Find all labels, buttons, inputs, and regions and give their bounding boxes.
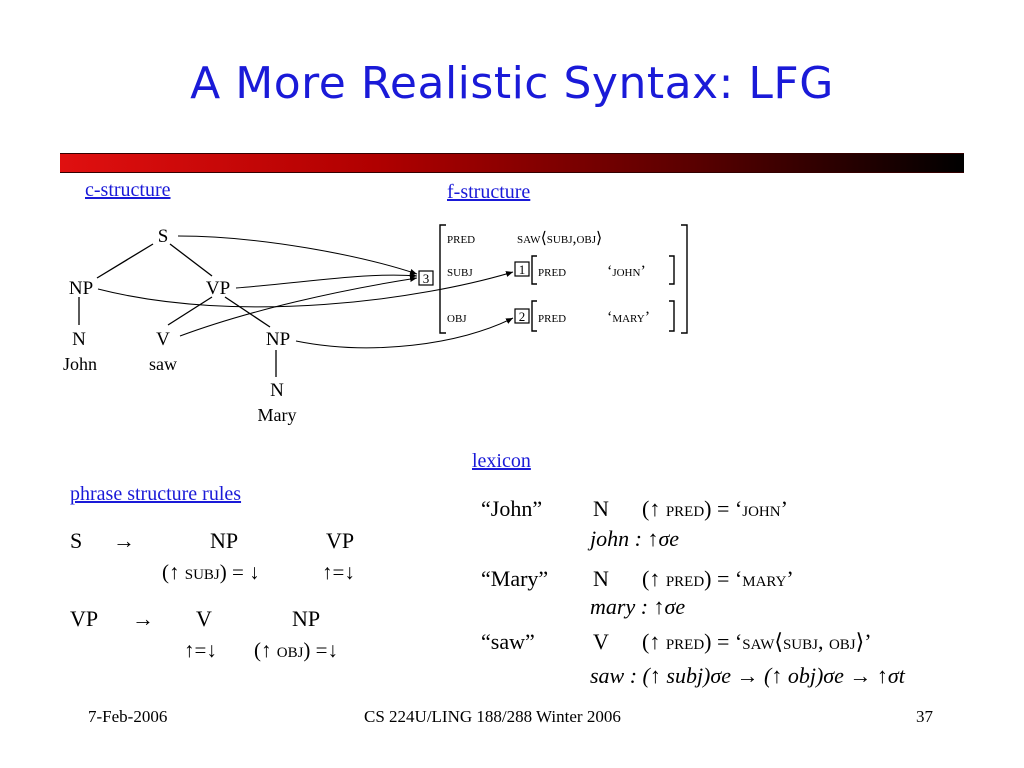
lex-john-word: “John” — [481, 496, 543, 521]
tree-edges — [78, 243, 277, 377]
rule2-lhs: VP — [70, 606, 99, 631]
rule2-np: NP — [292, 606, 321, 631]
fs-index-obj: 2 — [514, 308, 530, 324]
lex-mary-word: “Mary” — [481, 566, 549, 591]
node-NP-object: NP — [266, 329, 290, 350]
lex-mary-equation: (↑ pred) = ‘mary’ — [642, 566, 794, 591]
lfg-diagram: S NP VP N John V saw NP N Mary 3 1 2 pre… — [63, 224, 688, 425]
rule2-v-annotation: ↑=↓ — [184, 638, 217, 662]
phrase-structure-rules-label[interactable]: phrase structure rules — [70, 483, 242, 505]
node-S: S — [158, 226, 169, 247]
lex-saw-equation: (↑ pred) = ‘saw⟨subj, obj⟩’ — [642, 629, 872, 654]
rule1-vp-annotation: ↑=↓ — [322, 560, 355, 584]
rule1-lhs: S — [70, 528, 83, 553]
node-V: V — [156, 329, 170, 350]
fs-subj-attr: subj — [447, 263, 473, 280]
node-VP: VP — [206, 278, 230, 299]
svg-text:1: 1 — [519, 262, 526, 277]
word-saw: saw — [149, 354, 177, 374]
rule1-np: NP — [210, 528, 239, 553]
lex-mary-category: N — [593, 566, 609, 591]
word-john: John — [63, 354, 97, 374]
fs-index-outer: 3 — [418, 270, 434, 286]
node-N-subject: N — [72, 329, 86, 350]
rule1-np-annotation: (↑ subj) = ↓ — [162, 560, 260, 584]
lexicon-label[interactable]: lexicon — [472, 450, 531, 472]
rule2-v: V — [196, 606, 212, 631]
fs-obj-pred-value: ‘mary’ — [607, 309, 650, 326]
rule1-vp: VP — [326, 528, 355, 553]
fs-index-subj: 1 — [514, 261, 530, 277]
lex-mary-semantics: mary : ↑σe — [590, 594, 686, 619]
rule2-np-annotation: (↑ obj) =↓ — [254, 638, 339, 662]
fs-subj-pred-value: ‘john’ — [607, 263, 646, 280]
fs-subj-pred-attr: pred — [538, 263, 566, 280]
fs-pred-attr: pred — [447, 230, 475, 247]
lex-john-semantics: john : ↑σe — [590, 526, 680, 551]
footer-course: CS 224U/LING 188/288 Winter 2006 — [364, 707, 621, 726]
rule1-arrow: → — [113, 528, 135, 553]
slide-title: A More Realistic Syntax: LFG — [190, 58, 834, 109]
f-structure-label[interactable]: f-structure — [447, 181, 531, 203]
lex-john-equation: (↑ pred) = ‘john’ — [642, 496, 788, 521]
fs-pred-value: saw⟨subj,obj⟩ — [517, 230, 602, 247]
fs-obj-attr: obj — [447, 309, 467, 326]
svg-text:3: 3 — [423, 271, 430, 286]
footer-page-number: 37 — [916, 707, 933, 726]
lex-saw-word: “saw” — [481, 629, 535, 654]
c-structure-label[interactable]: c-structure — [85, 179, 171, 201]
fs-brackets — [439, 224, 688, 334]
svg-text:2: 2 — [519, 309, 526, 324]
phi-mapping-arrows — [97, 235, 514, 349]
title-divider-bar — [60, 153, 964, 173]
lex-saw-semantics: saw : (↑ subj)σe → (↑ obj)σe → ↑σt — [590, 663, 905, 688]
footer-date: 7-Feb-2006 — [88, 707, 168, 726]
fs-obj-pred-attr: pred — [538, 309, 566, 326]
lex-saw-category: V — [593, 629, 609, 654]
rule2-arrow: → — [132, 606, 154, 631]
node-N-object: N — [270, 380, 284, 401]
node-NP-subject: NP — [69, 278, 93, 299]
lex-john-category: N — [593, 496, 609, 521]
word-mary: Mary — [258, 405, 297, 425]
